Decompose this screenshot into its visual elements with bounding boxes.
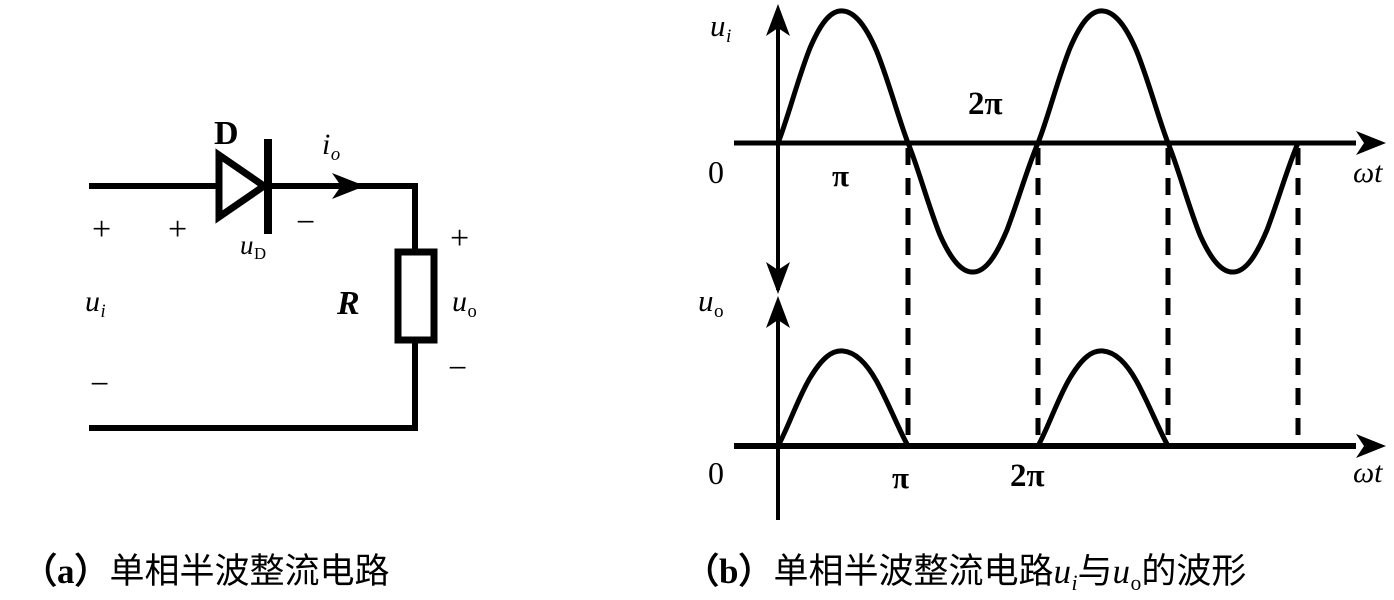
caption-b-var1: u: [1053, 552, 1071, 591]
rectified-hump-1: [775, 348, 911, 449]
top-origin-label: 0: [708, 154, 724, 190]
caption-a-tag: （a）: [22, 552, 110, 591]
source-voltage-symbol: u: [85, 285, 100, 318]
bottom-tick-pi: π: [892, 460, 909, 495]
source-voltage-label: ui: [85, 285, 106, 321]
top-axis-subscript: i: [726, 25, 732, 47]
diode-voltage-subscript: D: [254, 244, 267, 264]
bottom-y-axis-arrow-icon: [766, 296, 790, 328]
source-minus-sign: −: [90, 366, 110, 403]
top-tick-pi: π: [832, 158, 849, 193]
bottom-plot-axes: [734, 302, 1356, 520]
output-current-symbol: i: [322, 128, 331, 161]
input-sine-curve: [775, 8, 1301, 275]
top-axis-label: ui: [710, 8, 731, 46]
bottom-origin-label: 0: [708, 455, 724, 491]
top-x-axis-label: ωt: [1353, 156, 1383, 189]
output-plus-sign: +: [450, 220, 470, 257]
top-y-axis-arrow-lower-icon: [766, 262, 790, 294]
diode-label: D: [214, 115, 239, 152]
panel-waveform-plots: ui 0 π 2π ωt uo 0 π 2π ωt （b）单相半波整流电路ui与…: [680, 0, 1394, 600]
output-voltage-symbol: u: [452, 285, 467, 318]
caption-b-tag: （b）: [684, 552, 774, 591]
circuit-schematic: [89, 139, 438, 431]
caption-panel-b: （b）单相半波整流电路ui与uo的波形: [684, 543, 1247, 595]
diode-voltage-label: uD: [240, 230, 266, 262]
caption-b-mid: 与: [1077, 552, 1113, 591]
top-tick-2pi: 2π: [968, 86, 1003, 122]
bottom-x-axis-arrow-icon: [1356, 434, 1386, 458]
output-voltage-subscript: o: [467, 300, 477, 322]
output-current-label: io: [322, 128, 340, 164]
output-minus-sign: −: [448, 350, 468, 387]
diode-plus-sign: +: [168, 211, 188, 248]
current-arrow-icon: [332, 173, 365, 199]
bottom-x-axis-label: ωt: [1353, 456, 1383, 489]
resistor-body: [394, 248, 438, 344]
caption-b-prefix: 单相半波整流电路: [773, 552, 1054, 591]
bottom-axis-subscript: o: [714, 300, 724, 322]
output-current-subscript: o: [330, 143, 341, 165]
bottom-axis-arrows: [766, 296, 1386, 458]
top-axis-arrows: [766, 4, 1386, 294]
diode-triangle: [215, 148, 271, 224]
bottom-axis-symbol: u: [698, 283, 714, 318]
caption-b-var1-sub: i: [1071, 570, 1078, 595]
caption-b-var2: u: [1112, 552, 1131, 591]
rectified-hump-2: [1035, 348, 1171, 449]
bottom-axis-label: uo: [698, 283, 724, 321]
bottom-tick-2pi: 2π: [1010, 458, 1045, 494]
source-voltage-subscript: i: [100, 300, 106, 322]
caption-b-var2-sub: o: [1130, 570, 1142, 595]
caption-panel-a: （a）单相半波整流电路: [22, 543, 390, 594]
top-axis-symbol: u: [710, 8, 726, 43]
source-plus-sign: +: [92, 211, 112, 248]
waveform-plot-svg: [734, 4, 1386, 520]
caption-a-text: 单相半波整流电路: [109, 552, 390, 591]
caption-b-suffix: 的波形: [1141, 552, 1247, 591]
resistor-label: R: [337, 285, 360, 322]
panel-circuit-diagram: D uD io + + − ui − R + uo − （a）单相半波整流电路: [0, 0, 680, 600]
diode-minus-sign: −: [296, 204, 316, 241]
diode-voltage-symbol: u: [240, 230, 254, 260]
top-plot-axes: [734, 12, 1356, 290]
projection-lines: [905, 148, 1301, 446]
output-voltage-label: uo: [452, 285, 477, 321]
top-x-axis-arrow-icon: [1356, 131, 1386, 155]
top-y-axis-arrow-icon: [766, 4, 790, 36]
